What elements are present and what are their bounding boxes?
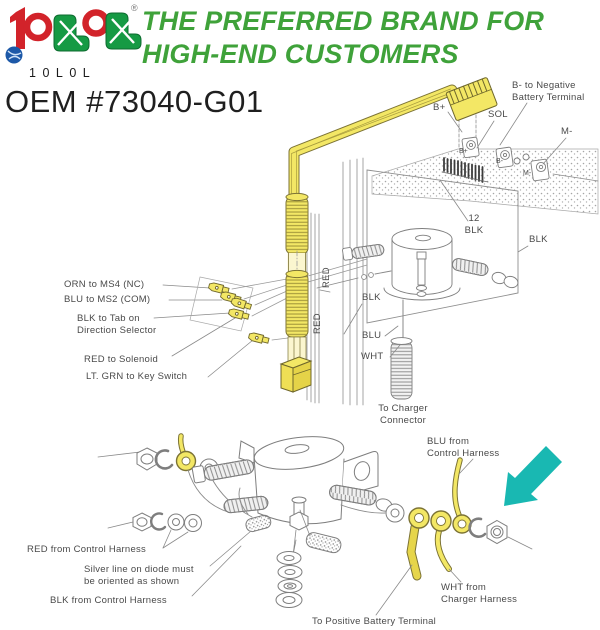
solenoid-assembly-diagram	[97, 433, 562, 616]
solenoid-top-diagram	[342, 228, 519, 301]
diode	[238, 487, 272, 533]
label-to-charger-connector: To Charger Connector	[378, 403, 428, 426]
teal-highlight-arrow-icon	[504, 446, 562, 506]
label-12-blk: 12 BLK	[464, 213, 484, 236]
label-blu-from-control-harness: BLU from Control Harness	[427, 436, 500, 459]
label-red-vertical-1: RED	[321, 267, 332, 288]
label-red-from-control-harness: RED from Control Harness	[27, 544, 146, 555]
key-switch-connector	[279, 356, 313, 393]
label-blk-from-control-harness: BLK from Control Harness	[50, 595, 167, 606]
label-to-positive-battery-terminal: To Positive Battery Terminal	[312, 616, 437, 627]
label-blu-to-ms2: BLU to MS2 (COM)	[64, 294, 151, 305]
solenoid-body	[238, 436, 379, 525]
slogan-line1: THE PREFERRED BRAND FOR	[142, 6, 545, 36]
end-nut	[486, 519, 508, 545]
label-red-vertical-2: RED	[312, 313, 323, 334]
brand-logo-graphic	[5, 7, 142, 64]
label-b-neg-terminal: B- to Negative Battery Terminal	[512, 80, 585, 103]
yellow-harness	[208, 77, 498, 393]
label-m-minus-small: M-	[523, 170, 532, 177]
label-b-plus-small: B+	[459, 148, 468, 155]
install-location-diagram	[153, 77, 599, 406]
logo-tile-icon	[105, 12, 142, 50]
logo-tile-icon	[53, 14, 90, 52]
label-m-minus: M-	[561, 126, 573, 137]
charger-loom	[390, 299, 413, 400]
brand-logo: ® 10L0L	[4, 3, 144, 95]
label-orn-to-ms4: ORN to MS4 (NC)	[64, 279, 145, 290]
spade-terminals	[208, 282, 270, 344]
label-blk-right: BLK	[529, 234, 548, 245]
wire-bundle	[306, 157, 364, 406]
slogan-line2: HIGH-END CUSTOMERS	[142, 38, 459, 69]
label-sol: SOL	[488, 109, 508, 120]
label-wht-from-charger-harness: WHT from Charger Harness	[441, 582, 518, 605]
label-wht: WHT	[361, 351, 384, 362]
harness-connector-top	[445, 77, 498, 121]
registered-mark: ®	[131, 3, 138, 13]
ring-terminals	[385, 457, 472, 581]
label-b-plus: B+	[433, 102, 446, 113]
wall-panel	[366, 169, 519, 324]
pin-strip	[443, 157, 484, 183]
label-blk-mid: BLK	[362, 292, 381, 303]
washer-stack	[275, 539, 303, 608]
label-b-minus-small: B-	[496, 158, 503, 165]
header-slogan: THE PREFERRED BRAND FOR HIGH-END CUSTOME…	[142, 5, 544, 71]
oem-part-number: OEM #73040-G01	[5, 84, 264, 119]
label-blk-to-tab: BLK to Tab on Direction Selector	[77, 313, 157, 336]
left-lower-hardware	[132, 512, 202, 532]
label-silver-line-note: Silver line on diode must be oriented as…	[84, 564, 194, 587]
brand-name: 10L0L	[29, 66, 97, 80]
stud-springs	[191, 459, 393, 514]
label-red-to-solenoid: RED to Solenoid	[84, 354, 158, 365]
battery-terminals	[461, 136, 550, 182]
label-blu: BLU	[362, 330, 382, 341]
label-lt-grn-to-key-switch: LT. GRN to Key Switch	[86, 371, 188, 382]
